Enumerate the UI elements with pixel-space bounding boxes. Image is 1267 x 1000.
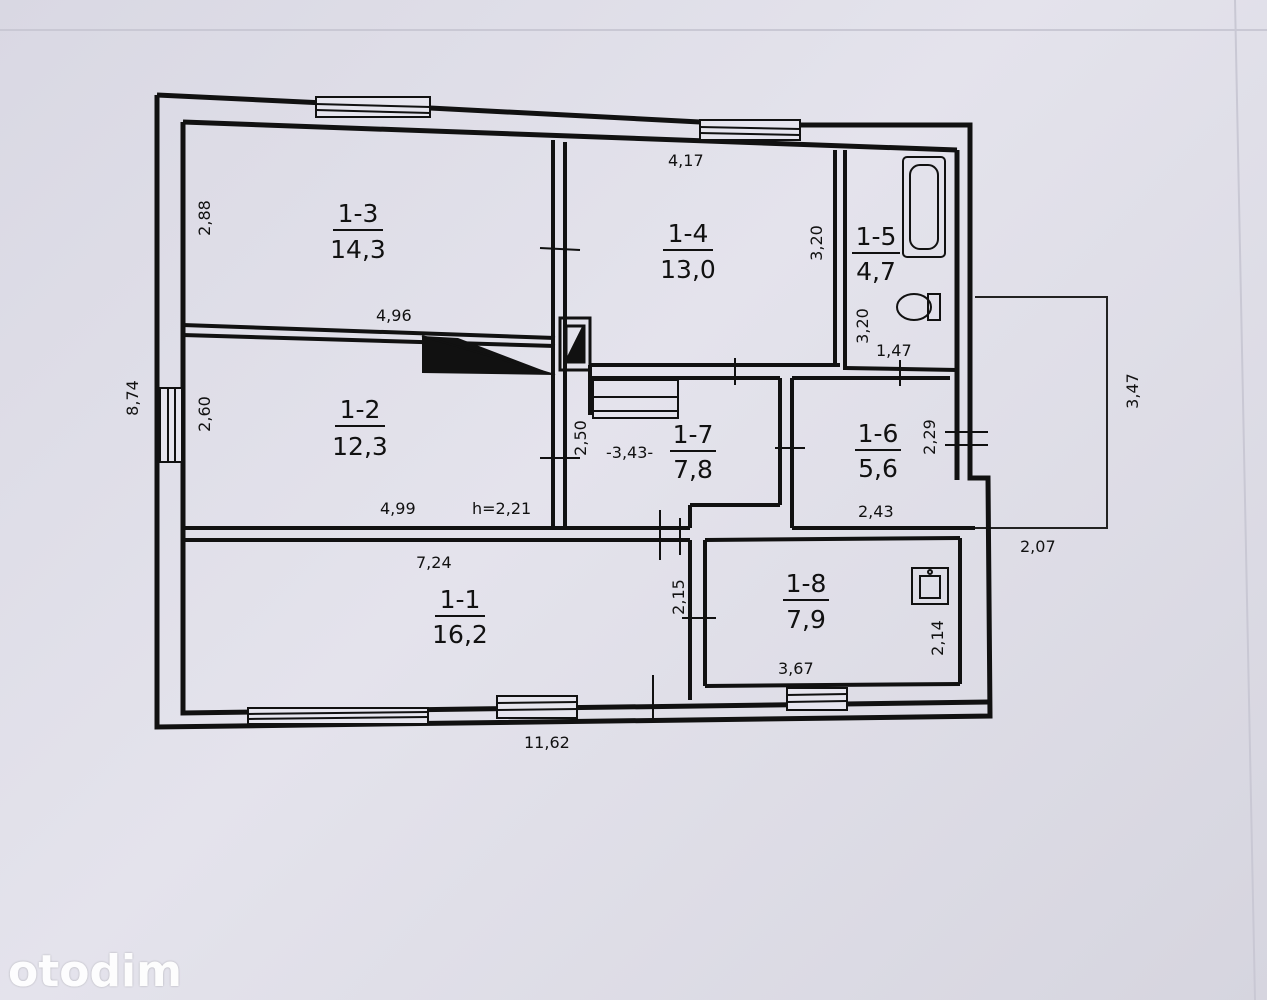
- dim-r12-height: 2,60: [195, 396, 214, 432]
- chimney: [558, 316, 592, 372]
- dim-r17-height: 2,50: [571, 420, 590, 456]
- annex-outline: [975, 296, 1108, 529]
- room-1-3-id: 1-3: [338, 199, 379, 228]
- room-1-5-id: 1-5: [856, 222, 897, 251]
- dim-annex-width: 2,07: [1020, 537, 1056, 556]
- room-1-4-area: 13,0: [660, 255, 716, 284]
- dim-ceiling-height: h=2,21: [472, 499, 531, 518]
- outer-walls: [154, 92, 993, 730]
- room-1-1-area: 16,2: [432, 620, 488, 649]
- sink: [911, 567, 949, 605]
- dim-r15-height: 3,20: [853, 308, 872, 344]
- dim-r14-height: 3,20: [807, 225, 826, 261]
- dim-r11-height: 2,15: [669, 579, 688, 615]
- dimension-labels: 11,62 8,74 2,88 4,96 4,17 3,20 3,20 1,47…: [123, 151, 1142, 752]
- room-1-2-area: 12,3: [332, 432, 388, 461]
- stairs: [592, 379, 679, 419]
- window-top-right: [699, 119, 801, 141]
- dim-r12-width: 4,99: [380, 499, 416, 518]
- dim-r18-height: 2,14: [928, 620, 947, 656]
- bathtub: [902, 156, 946, 258]
- room-1-2-id: 1-2: [340, 395, 381, 424]
- room-1-8-id: 1-8: [786, 569, 827, 598]
- window-bottom-1: [247, 707, 429, 725]
- room-1-4-id: 1-4: [668, 219, 709, 248]
- dim-r18-width: 3,67: [778, 659, 814, 678]
- room-1-7-id: 1-7: [673, 420, 714, 449]
- dim-r13-height: 2,88: [195, 200, 214, 236]
- dim-r16-width: 2,43: [858, 502, 894, 521]
- window-bottom-2: [496, 695, 578, 719]
- room-1-7-area: 7,8: [673, 455, 713, 484]
- dim-overall-depth: 8,74: [123, 380, 142, 416]
- room-labels: 1-3 14,3 1-4 13,0 1-5 4,7 1-2 12,3 1-7 7…: [330, 199, 901, 649]
- room-1-8-area: 7,9: [786, 605, 826, 634]
- dim-r11-width: 7,24: [416, 553, 452, 572]
- room-1-5-area: 4,7: [856, 257, 896, 286]
- door-marks: [539, 247, 988, 722]
- dim-overall-width: 11,62: [524, 733, 570, 752]
- dim-r17-width: -3,43-: [606, 443, 653, 462]
- dim-annex-depth: 3,47: [1123, 373, 1142, 409]
- room-1-1-id: 1-1: [440, 585, 481, 614]
- window-left: [159, 387, 183, 463]
- room-1-6-id: 1-6: [858, 419, 899, 448]
- dim-r15-width: 1,47: [876, 341, 912, 360]
- dim-r14-width: 4,17: [668, 151, 704, 170]
- room-1-6-area: 5,6: [858, 454, 898, 483]
- toilet: [896, 293, 941, 321]
- dim-r13-width: 4,96: [376, 306, 412, 325]
- window-bottom-3: [786, 687, 848, 711]
- dim-r16-height: 2,29: [920, 419, 939, 455]
- windows: [159, 96, 848, 725]
- room-1-3-area: 14,3: [330, 235, 386, 264]
- watermark-logo: otodim: [8, 946, 182, 997]
